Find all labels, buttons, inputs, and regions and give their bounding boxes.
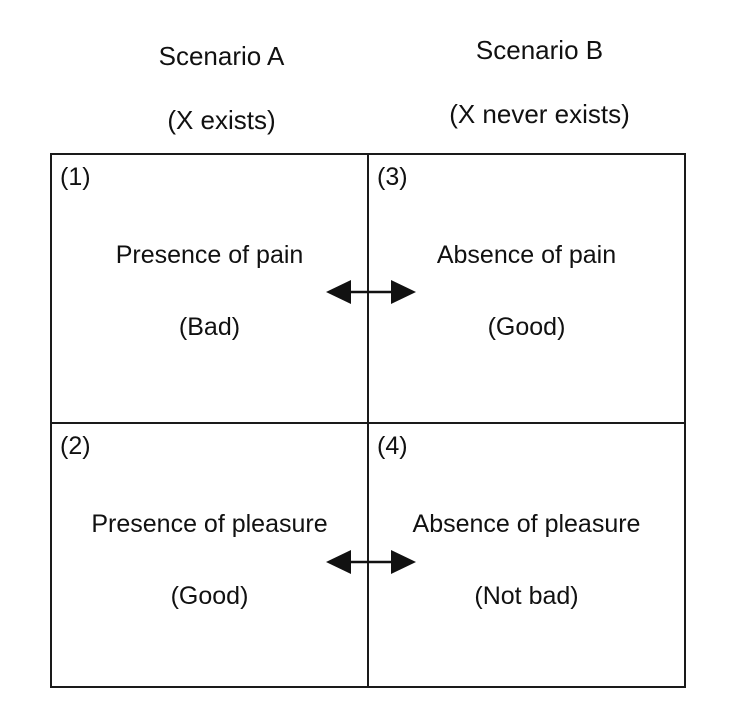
quadrant-valence: (Not bad) bbox=[474, 582, 579, 610]
quadrant-matrix: (1) Presence of pain (Bad) (3) Absence o… bbox=[50, 153, 686, 688]
scenario-a-subtitle: (X exists) bbox=[167, 105, 276, 135]
quadrant-number: (4) bbox=[377, 432, 408, 460]
scenario-b-title: Scenario B bbox=[475, 35, 604, 65]
quadrant-label: Presence of pain bbox=[115, 241, 304, 269]
quadrant-valence: (Bad) bbox=[178, 313, 241, 341]
double-headed-arrow-icon bbox=[325, 278, 417, 306]
quadrant-number: (1) bbox=[60, 163, 91, 191]
double-headed-arrow-icon bbox=[325, 548, 417, 576]
quadrant-valence: (Good) bbox=[170, 582, 249, 610]
quadrant-number: (2) bbox=[60, 432, 91, 460]
quadrant-number: (3) bbox=[377, 163, 408, 191]
column-header-scenario-b: Scenario B (X never exists) bbox=[380, 36, 699, 128]
quadrant-label: Presence of pleasure bbox=[91, 510, 328, 538]
column-header-scenario-a: Scenario A (X exists) bbox=[62, 42, 381, 134]
scenario-b-subtitle: (X never exists) bbox=[449, 99, 630, 129]
quadrant-label: Absence of pleasure bbox=[412, 510, 641, 538]
quadrant-2-presence-of-pleasure: (2) Presence of pleasure (Good) bbox=[52, 424, 369, 686]
scenario-a-title: Scenario A bbox=[158, 41, 285, 71]
quadrant-valence: (Good) bbox=[487, 313, 566, 341]
quadrant-4-absence-of-pleasure: (4) Absence of pleasure (Not bad) bbox=[369, 424, 684, 686]
quadrant-1-presence-of-pain: (1) Presence of pain (Bad) bbox=[52, 155, 369, 424]
quadrant-3-absence-of-pain: (3) Absence of pain (Good) bbox=[369, 155, 684, 424]
quadrant-label: Absence of pain bbox=[436, 241, 617, 269]
